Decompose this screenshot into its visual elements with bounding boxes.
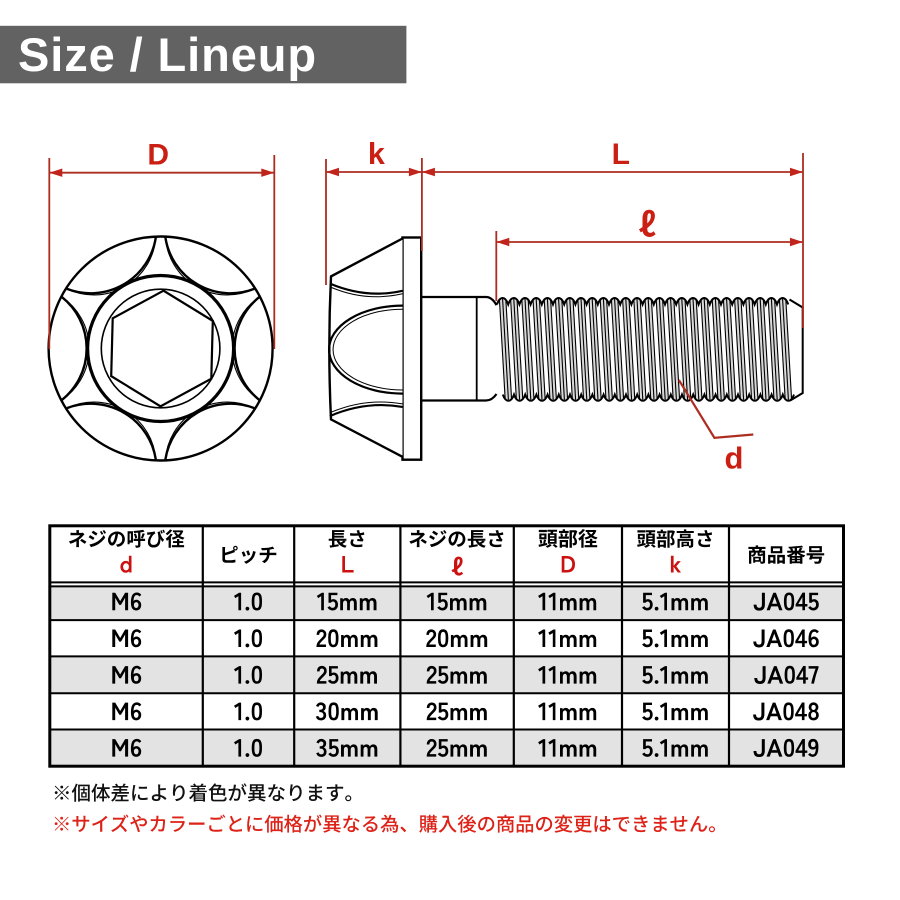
- svg-text:D: D: [147, 139, 169, 172]
- svg-text:k: k: [368, 137, 385, 171]
- svg-text:L: L: [612, 138, 630, 171]
- svg-text:Size / Lineup: Size / Lineup: [18, 28, 317, 81]
- svg-text:d: d: [725, 441, 744, 476]
